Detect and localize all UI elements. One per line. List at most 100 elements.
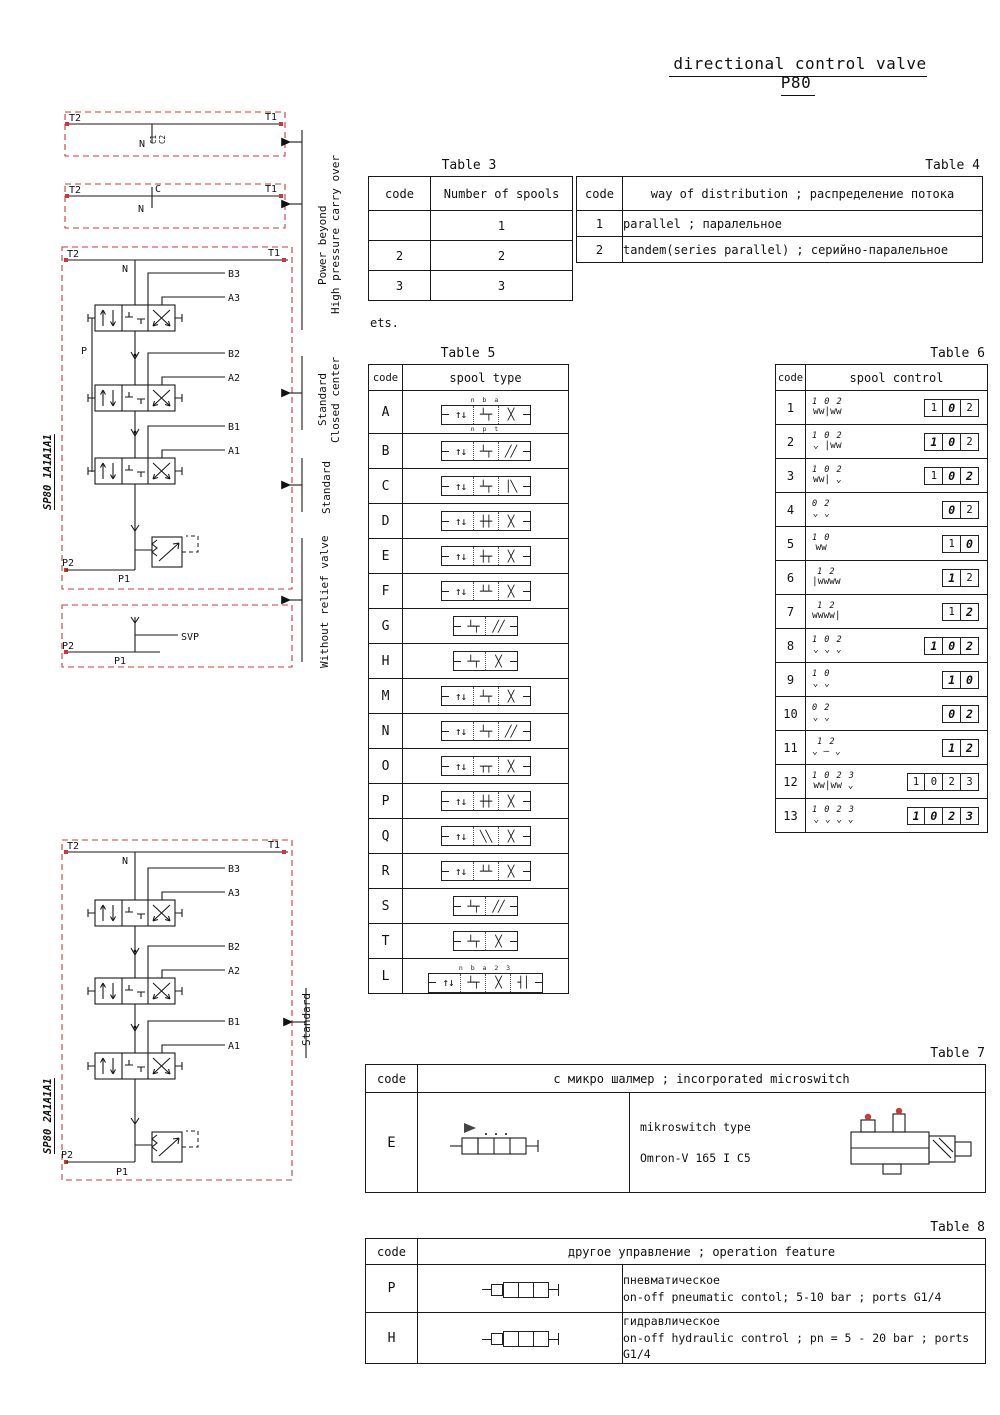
spool-code-cell: B	[368, 433, 403, 469]
microswitch-model-label: Omron-V 165 I C5	[640, 1150, 751, 1165]
spool-symbol: ↑↓┴┴╳	[440, 861, 531, 882]
position-box: 1	[924, 466, 944, 485]
position-box: 2	[960, 738, 979, 757]
table4-value-cell: tandem(series parallel) ; серийно-парале…	[622, 236, 983, 263]
line-stub	[548, 1338, 558, 1340]
spool-symbol-cell: ↑↓┴┬╱╱	[402, 713, 569, 749]
spool-section: ↑↓	[454, 689, 467, 703]
table4-code-cell: 1	[576, 210, 623, 237]
spool-valve-symbol: ↑↓┴┴╳	[440, 581, 531, 602]
spool-top-label: n b a 2 3	[458, 964, 513, 973]
valve-body	[502, 1331, 549, 1348]
position-numbers-label: 1 2	[817, 600, 836, 611]
spool-section: ↑↓	[454, 408, 467, 421]
spool-code-cell: P	[368, 783, 403, 819]
position-box: 0	[942, 704, 962, 723]
position-numbers-label: 1 0 2	[812, 430, 843, 441]
diagram-valve-bank-1: T2 T1 N B3 A3 B2 A2 B1 A1 P P2 P1	[61, 246, 293, 590]
spool-symbol-cell: ↑↓┬┬╳	[402, 748, 569, 784]
control-code-cell: 1	[775, 390, 806, 425]
port-label-p1: P1	[118, 574, 130, 585]
spool-section: ╳	[497, 862, 523, 881]
port-label-t1: T1	[265, 112, 277, 123]
table5-row: O↑↓┬┬╳	[368, 748, 569, 784]
spool-section: ╲╲	[472, 827, 498, 846]
port-label-c1: C1	[149, 135, 158, 144]
model-label-1: SP80 1A1A1A1	[42, 434, 54, 510]
spool-valve-symbol: ↑↓┴┬│╲	[440, 476, 531, 497]
spring-detent-icon: wwww|	[812, 610, 841, 621]
table8-header-code: code	[365, 1238, 418, 1265]
table8-header-feature: другое управление ; operation feature	[417, 1238, 986, 1265]
spring-detent-icon: ⌄ — ⌄	[812, 746, 841, 757]
table3-code-cell: 2	[368, 240, 431, 271]
spool-section: ┴┬	[460, 973, 485, 992]
hydraulic-schematics-bottom: T2 T1 N B3 A3 B2 A2 B1 A1 P2 P1	[61, 839, 307, 1181]
spool-section: ╳	[497, 687, 523, 706]
port-label-a3: A3	[228, 888, 240, 899]
table5-row: N↑↓┴┬╱╱	[368, 713, 569, 749]
port-label-n: N	[122, 264, 128, 275]
spool-code-cell: H	[368, 643, 403, 679]
table5-header-code: code	[368, 364, 403, 391]
spool-section: ╱╱	[497, 442, 523, 461]
spool-valve-symbol: ┴┬╳	[453, 931, 518, 952]
spring-symbol-wrap: 0 2⌄ ⌄	[812, 498, 831, 519]
spool-valve-symbol: ↑↓┴┬╱╱	[440, 441, 531, 462]
table5-row: R↑↓┴┴╳	[368, 853, 569, 889]
line-stub	[481, 1338, 491, 1340]
table7-code-cell: E	[365, 1092, 418, 1193]
table5-row: M↑↓┴┬╳	[368, 678, 569, 714]
position-numbers-label: 1 2	[817, 736, 836, 747]
control-code-cell: 10	[775, 696, 806, 731]
spool-code-cell: L	[368, 958, 403, 994]
spool-code-cell: A	[368, 390, 403, 434]
table5-row: D↑↓┼┼╳	[368, 503, 569, 539]
spring-detent-icon: ⌄ ⌄	[812, 678, 830, 689]
page-title-text: directional control valve P80	[669, 54, 927, 96]
table5-row: T┴┬╳	[368, 923, 569, 959]
position-box: 1	[924, 432, 944, 451]
port-label-b3: B3	[228, 269, 240, 280]
port-label-b2: B2	[228, 349, 240, 360]
port-label-p2: P2	[61, 1150, 73, 1161]
position-box: 0	[942, 636, 962, 655]
position-box: 0	[924, 806, 944, 825]
spool-section: ↑↓	[454, 864, 467, 878]
table3-value-cell: 1	[430, 210, 573, 241]
spool-section: ┴┬	[467, 899, 479, 913]
table6-header-control: spool control	[805, 364, 988, 391]
spool-code-cell: N	[368, 713, 403, 749]
valve-cell	[504, 1283, 518, 1297]
annotation-brackets	[281, 130, 303, 662]
port-label-b1: B1	[228, 1017, 240, 1028]
annotation-brackets	[283, 988, 307, 1058]
port-label-svp: SVP	[181, 632, 199, 643]
control-code-cell: 4	[775, 492, 806, 527]
spring-detent-icon: ⌄ |ww	[812, 440, 842, 451]
spool-section: ↑↓	[454, 549, 467, 563]
position-numbers-label: 0 2	[812, 498, 831, 509]
feature-symbol-cell	[417, 1311, 623, 1365]
feature-detail: on-off pneumatic contol; 5-10 bar ; port…	[623, 1289, 942, 1304]
position-box: 1	[942, 670, 962, 689]
table3-title: Table 3	[441, 158, 497, 173]
spool-section: ↑↓	[454, 724, 467, 738]
